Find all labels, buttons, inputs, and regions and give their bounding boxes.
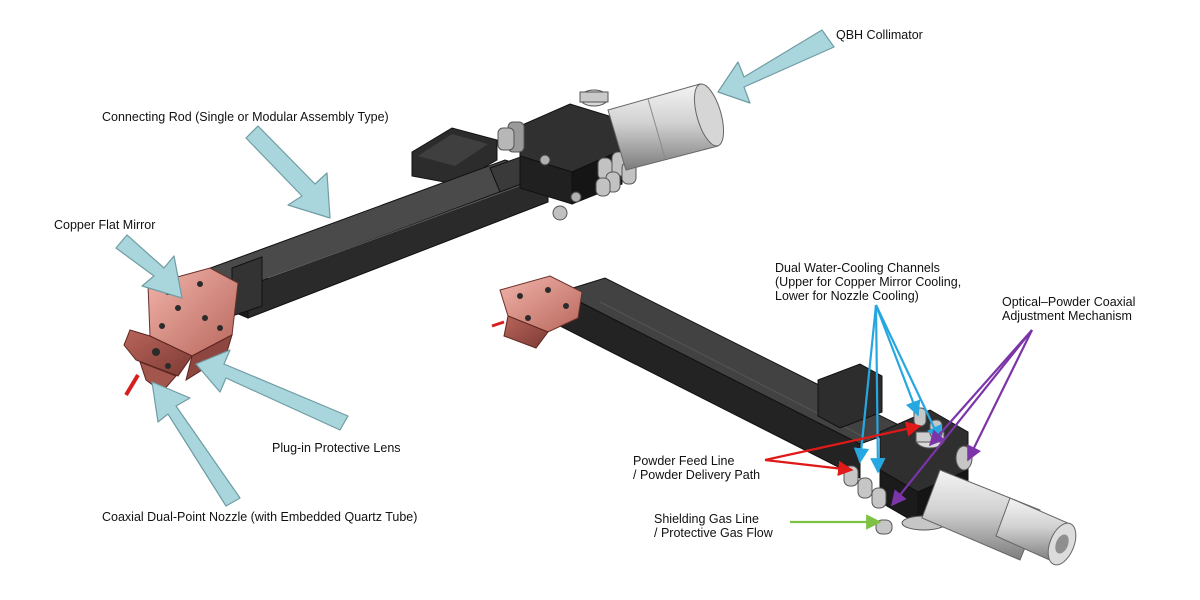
water-cooling-label-line-3: Lower for Nozzle Cooling)	[775, 289, 919, 303]
qbh-collimator-label: QBH Collimator	[836, 28, 923, 42]
plug-in-lens-callout-arrow	[195, 349, 349, 431]
copper-flat-mirror-callout-arrow	[115, 234, 183, 299]
optical-powder-label-line-1: Optical–Powder Coaxial	[1002, 295, 1135, 309]
coaxial-nozzle-callout-arrow	[151, 381, 241, 507]
lower-assembly-illustration	[491, 275, 1077, 566]
optical-powder-label-line-2: Adjustment Mechanism	[1002, 309, 1132, 323]
water-cooling-arrows	[853, 304, 942, 474]
powder-feed-label-line-2: / Powder Delivery Path	[633, 468, 760, 482]
optical-powder-arrows	[891, 329, 1033, 507]
shielding-gas-label: Shielding Gas Line / Protective Gas Flow	[654, 512, 774, 540]
plug-in-lens-label: Plug-in Protective Lens	[272, 441, 401, 455]
water-cooling-label-line-1: Dual Water-Cooling Channels	[775, 261, 940, 275]
callout-arrows	[115, 29, 835, 507]
coaxial-nozzle-label: Coaxial Dual-Point Nozzle (with Embedded…	[102, 510, 417, 524]
copper-flat-mirror-label: Copper Flat Mirror	[54, 218, 155, 232]
shielding-gas-label-line-2: / Protective Gas Flow	[654, 526, 774, 540]
shielding-gas-label-line-1: Shielding Gas Line	[654, 512, 759, 526]
upper-assembly-illustration	[123, 83, 725, 397]
powder-feed-arrows	[764, 421, 922, 477]
qbh-collimator-callout-arrow	[717, 29, 835, 104]
connecting-rod-label: Connecting Rod (Single or Modular Assemb…	[102, 110, 389, 124]
optical-powder-label: Optical–Powder Coaxial Adjustment Mechan…	[1002, 295, 1139, 323]
powder-feed-label-line-1: Powder Feed Line	[633, 454, 735, 468]
powder-feed-label: Powder Feed Line / Powder Delivery Path	[633, 454, 760, 482]
connecting-rod-callout-arrow	[245, 125, 331, 219]
water-cooling-label: Dual Water-Cooling Channels (Upper for C…	[775, 261, 965, 303]
water-cooling-label-line-2: (Upper for Copper Mirror Cooling,	[775, 275, 961, 289]
